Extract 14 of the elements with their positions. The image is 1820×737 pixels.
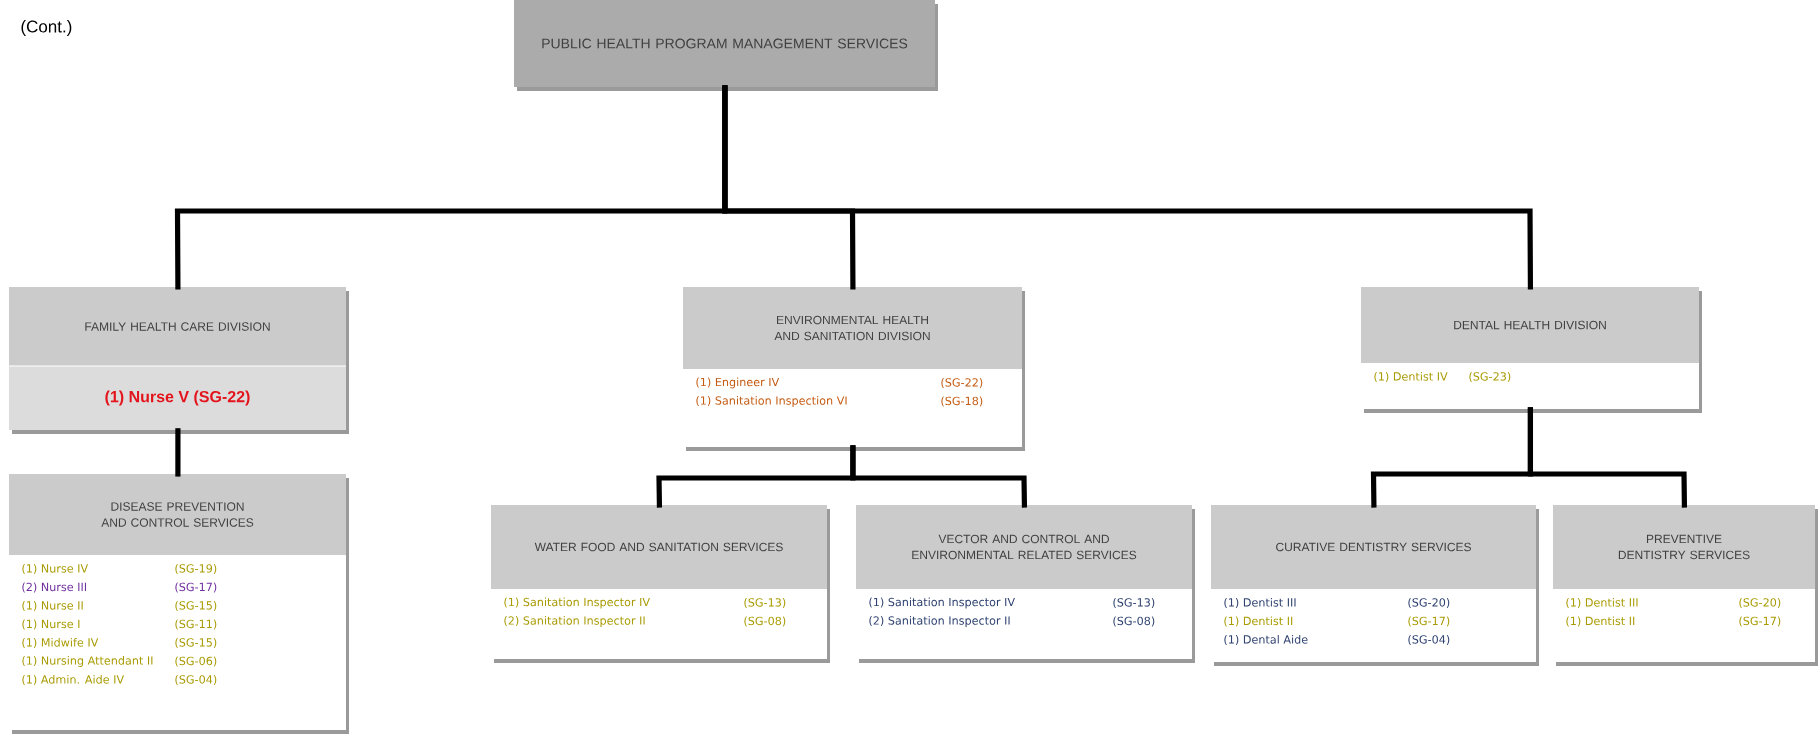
department-box: FAMILY HEALTH CARE DIVISION (1) Nurse V (SG-22) (8, 287, 349, 434)
department-box: ENVIRONMENTAL HEALTH AND SANITATION DIVISION (1) Engineer IV (SG-22) (1) Sanitation Inspection VI (SG-18) (683, 287, 1025, 451)
department-box: DENTAL HEALTH DIVISION (1) Dentist IV (SG-23) (1361, 287, 1702, 413)
connector-line (722, 85, 1533, 290)
department-box: PUBLIC HEALTH PROGRAM MANAGEMENT SERVICES (514, 0, 938, 91)
department-box: VECTOR AND CONTROL AND ENVIRONMENTAL RELATED SERVICES (1) Sanitation Inspector IV (SG-13) (2) Sanitation Inspector II (SG-08) (856, 505, 1195, 663)
page-note: (Cont.) (21, 20, 72, 36)
connector-line (175, 428, 181, 477)
connector-line (1527, 407, 1687, 508)
department-box: PREVENTIVE DENTISTRY SERVICES (1) Dentist III (SG-20) (1) Dentist II (SG-17) (1553, 505, 1818, 666)
connector-line (850, 445, 1027, 508)
department-box: CURATIVE DENTISTRY SERVICES (1) Dentist III (SG-20) (1) Dentist II (SG-17) (1) Dental Aide (SG-04) (1211, 505, 1539, 666)
department-box: WATER FOOD AND SANITATION SERVICES (1) Sanitation Inspector IV (SG-13) (2) Sanitation Inspector II (SG-08) (491, 505, 830, 663)
department-box: DISEASE PREVENTION AND CONTROL SERVICES (1) Nurse IV (SG-19) (2) Nurse III (SG-17) (1) Nurse II (SG-15) (1) Nurse I (SG-11) (1) Midwife IV (SG-15) (1) Nursing Attendant II (SG-06) (1) Admin. Aide IV (SG-04) (9, 474, 349, 734)
